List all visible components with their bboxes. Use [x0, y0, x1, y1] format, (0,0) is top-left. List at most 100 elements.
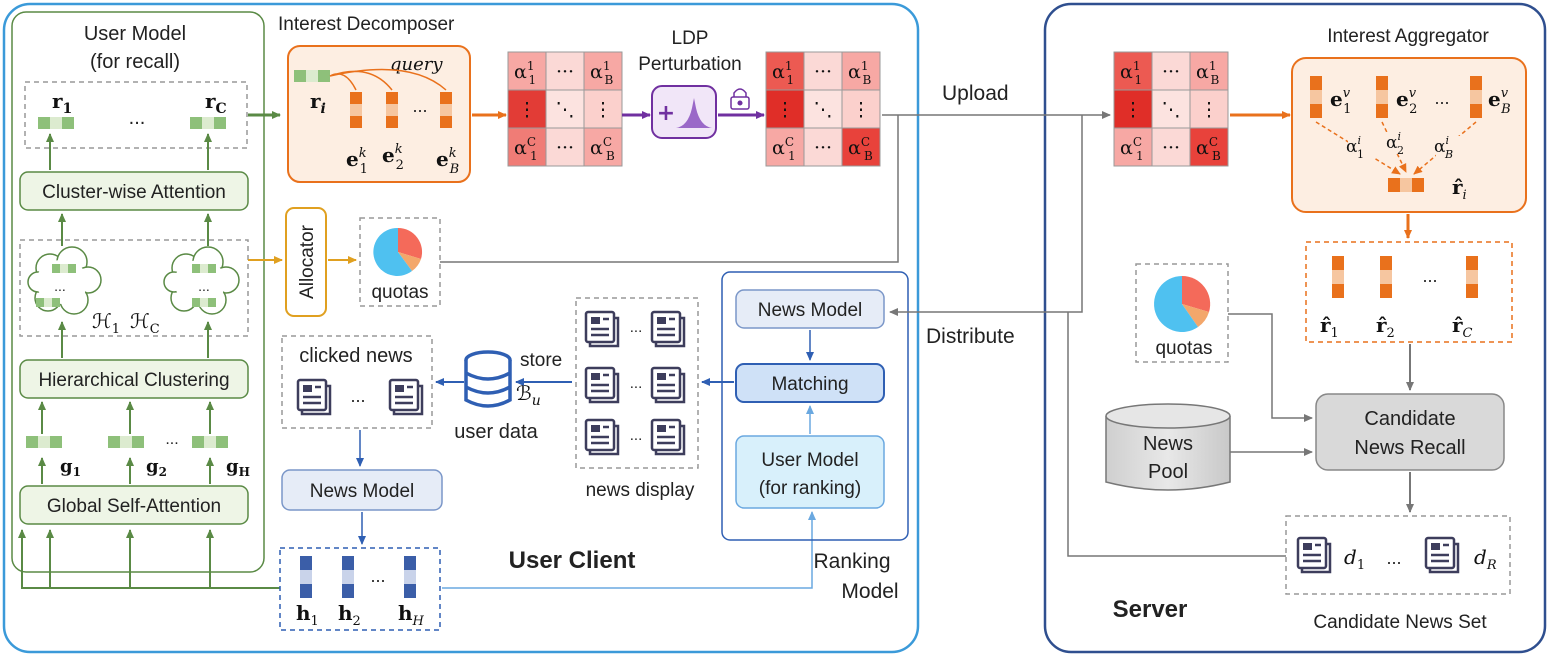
- clicked-news-box: [281, 335, 433, 429]
- h-vectors: [300, 556, 416, 598]
- w2-bg: [1386, 132, 1412, 154]
- rhat1-label: r̂1: [1320, 313, 1339, 341]
- matrix-cell: [1189, 51, 1229, 91]
- user-client-title: User Client: [509, 547, 636, 574]
- clicked-news-dots: ...: [350, 386, 365, 406]
- matrix-cell: [841, 51, 881, 91]
- distribute-label: Distribute: [926, 325, 1015, 348]
- matrix-cell: [1151, 127, 1191, 167]
- server-quotas-label: quotas: [1155, 338, 1212, 359]
- cluster-c-cloud: [163, 246, 240, 315]
- store-label: store: [520, 350, 562, 371]
- g1-label: g1: [60, 456, 81, 479]
- matrix-cell-label: ⋮: [1124, 99, 1143, 121]
- matrix-cell: [1113, 127, 1153, 167]
- clicked-news-label: clicked news: [299, 345, 412, 367]
- matching-block: [735, 363, 885, 403]
- user-model-recall-box: [11, 11, 265, 573]
- h-dots: ...: [370, 566, 385, 586]
- ranking-user-model-sublabel: (for ranking): [759, 478, 861, 499]
- matrix-cell: [1189, 89, 1229, 129]
- matrix-cell-label: ⋮: [852, 99, 871, 121]
- matrix-cell: [803, 127, 843, 167]
- recovered-interest-vectors: [1332, 256, 1478, 298]
- ldp-title: LDP: [672, 28, 709, 49]
- g-dots: ...: [165, 431, 178, 448]
- matrix-cell: [803, 51, 843, 91]
- matrix-cell-label: ⋱: [1162, 99, 1181, 121]
- ranking-model-subtitle: Model: [841, 580, 898, 603]
- d1-label: d1: [1344, 545, 1365, 573]
- matrix-cell: [583, 51, 623, 91]
- cluster-attention-block: [19, 171, 249, 211]
- matrix-cell: [507, 127, 547, 167]
- h1-label: ℋ1: [92, 309, 120, 337]
- aggregator-title: Interest Aggregator: [1327, 26, 1489, 47]
- matrix-cell: [1151, 51, 1191, 91]
- matrix-cell: [583, 89, 623, 129]
- hier-clustering-label: Hierarchical Clustering: [38, 370, 229, 391]
- bu-label: ℬu: [516, 381, 541, 409]
- client-news-model-label: News Model: [310, 481, 415, 502]
- matrix-cell-label: ⋮: [1200, 99, 1219, 121]
- matching-label: Matching: [771, 374, 848, 395]
- key-vectors: [350, 92, 452, 128]
- candidate-recall-sublabel: News Recall: [1354, 437, 1465, 459]
- ranking-user-model-label: User Model: [761, 450, 858, 471]
- allocator-label: Allocator: [297, 224, 318, 299]
- candidate-to-distribute-line: [1067, 312, 1286, 557]
- ldp-subtitle: Perturbation: [638, 54, 742, 75]
- ri-hat-label: r̂i: [1452, 175, 1467, 203]
- r-dots: ...: [129, 107, 146, 129]
- matrix-cell-label: ···: [814, 137, 832, 159]
- candidate-recall-block: [1315, 393, 1505, 471]
- rhat2-label: r̂2: [1376, 313, 1395, 341]
- user-model-recall-title: User Model: [84, 23, 186, 45]
- distribute-arrow: [889, 115, 1083, 316]
- rhatc-label: r̂C: [1452, 313, 1473, 341]
- matrix-cell: [583, 127, 623, 167]
- client-quotas-label: quotas: [371, 282, 428, 303]
- clicked-news-doc-icon-2: [388, 378, 424, 416]
- interest-decomposer-box: [287, 45, 471, 183]
- matrix-cell: [545, 51, 585, 91]
- news-display-docs: .........: [584, 310, 686, 456]
- h2-label: h2: [338, 601, 361, 629]
- ranking-user-model-block: [735, 435, 885, 509]
- ldp-plus: +: [657, 101, 675, 126]
- news-doc-icon: [584, 310, 620, 348]
- allocator-block: [285, 207, 327, 317]
- news-pool-sublabel: Pool: [1148, 461, 1188, 483]
- news-doc-icon: [584, 366, 620, 404]
- r1-vector: [38, 117, 74, 129]
- database-icon: [464, 350, 512, 408]
- matrix-cell-label: ···: [556, 61, 574, 83]
- matrix-cell: [841, 89, 881, 129]
- candidate-news-set-box: [1285, 515, 1511, 595]
- candidate-set-label: Candidate News Set: [1313, 612, 1487, 633]
- cluster-representation-box: [24, 81, 248, 149]
- rhat-dots: ...: [1422, 266, 1437, 286]
- global-attention-label: Global Self-Attention: [47, 496, 221, 517]
- user-data-label: user data: [454, 421, 538, 443]
- ri-hat-vector: [1388, 178, 1424, 192]
- r1-label: r1: [52, 89, 72, 117]
- recovered-interests-box: [1305, 241, 1513, 343]
- candidate-doc-icon: [1296, 536, 1332, 574]
- candidate-doc-icon-2: [1424, 536, 1460, 574]
- hh-label: hH: [398, 601, 425, 629]
- quotas-to-recall-arrow: [1228, 313, 1313, 422]
- key-dots: ...: [412, 96, 427, 116]
